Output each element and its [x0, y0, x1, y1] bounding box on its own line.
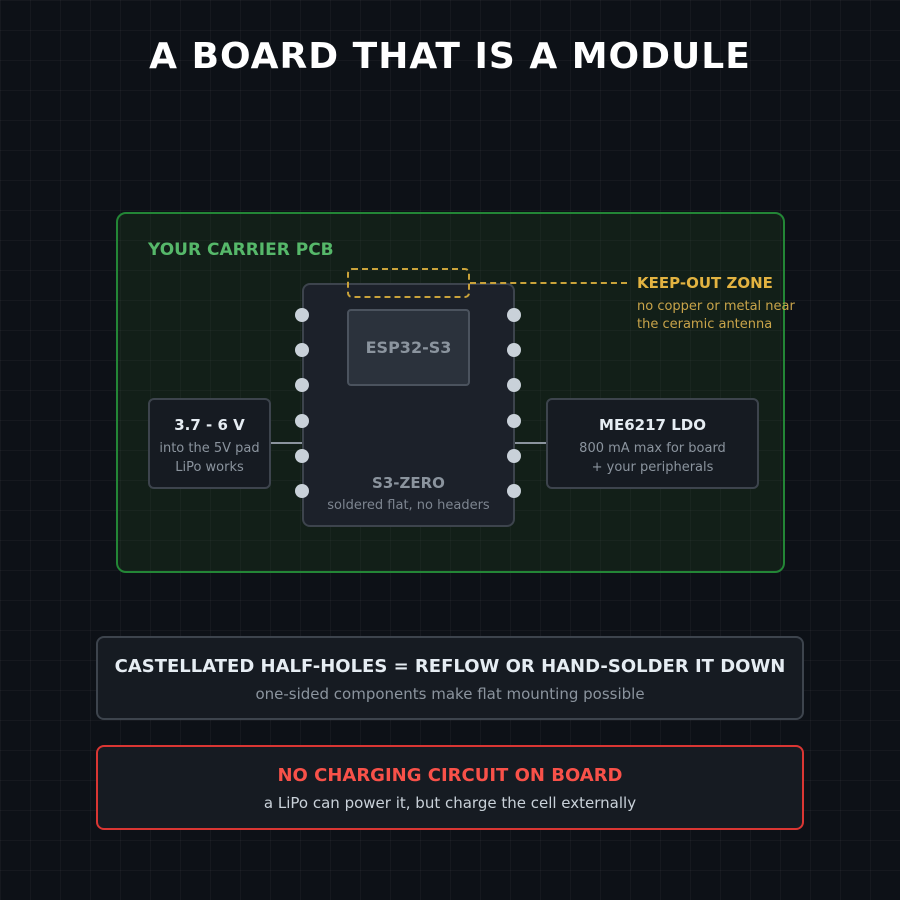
power-input-box: 3.7 - 6 V into the 5V pad LiPo works [148, 398, 271, 489]
left-pin [295, 413, 309, 428]
left-pin [295, 343, 309, 358]
right-pin [507, 484, 521, 498]
castellated-subtitle: one-sided components make flat mounting … [255, 685, 645, 703]
left-pin [295, 448, 309, 463]
right-pin [507, 308, 521, 322]
power-input-title: 3.7 - 6 V [174, 416, 245, 434]
left-pin [295, 484, 309, 498]
regulator-line: 800 mA max for board [579, 441, 726, 456]
module-name: S3-ZERO [372, 474, 445, 492]
power-input-line: into the 5V pad [159, 441, 260, 456]
charging-warning-subtitle: a LiPo can power it, but charge the cell… [263, 794, 637, 812]
page-title: A BOARD THAT IS A MODULE [149, 36, 751, 77]
keepout-zone [347, 268, 470, 298]
keepout-note-line: the ceramic antenna [637, 317, 773, 332]
right-pin [507, 343, 521, 358]
keepout-leader-line [470, 282, 627, 284]
regulator-line: + your peripherals [591, 460, 714, 475]
charging-warning-title: NO CHARGING CIRCUIT ON BOARD [277, 765, 623, 786]
power-input-wire [271, 442, 302, 444]
regulator-box: ME6217 LDO 800 mA max for board + your p… [546, 398, 759, 489]
power-input-line: LiPo works [175, 460, 244, 475]
keepout-note: no copper or metal near the ceramic ante… [637, 298, 795, 334]
esp32-chip: ESP32-S3 [347, 309, 470, 386]
charging-warning-box: NO CHARGING CIRCUIT ON BOARD a LiPo can … [96, 745, 804, 830]
carrier-pcb-label: YOUR CARRIER PCB [148, 240, 334, 260]
keepout-note-line: no copper or metal near [637, 299, 795, 314]
right-pin [507, 448, 521, 463]
keepout-title: KEEP-OUT ZONE [637, 274, 773, 292]
module-subtitle: soldered flat, no headers [327, 498, 490, 513]
regulator-title: ME6217 LDO [599, 416, 706, 434]
castellated-info-box: CASTELLATED HALF-HOLES = REFLOW OR HAND-… [96, 636, 804, 720]
chip-label: ESP32-S3 [365, 338, 452, 357]
left-pin [295, 378, 309, 393]
right-pin [507, 413, 521, 428]
regulator-wire [515, 442, 546, 444]
castellated-title: CASTELLATED HALF-HOLES = REFLOW OR HAND-… [114, 656, 786, 677]
right-pin [507, 378, 521, 393]
left-pin [295, 308, 309, 322]
